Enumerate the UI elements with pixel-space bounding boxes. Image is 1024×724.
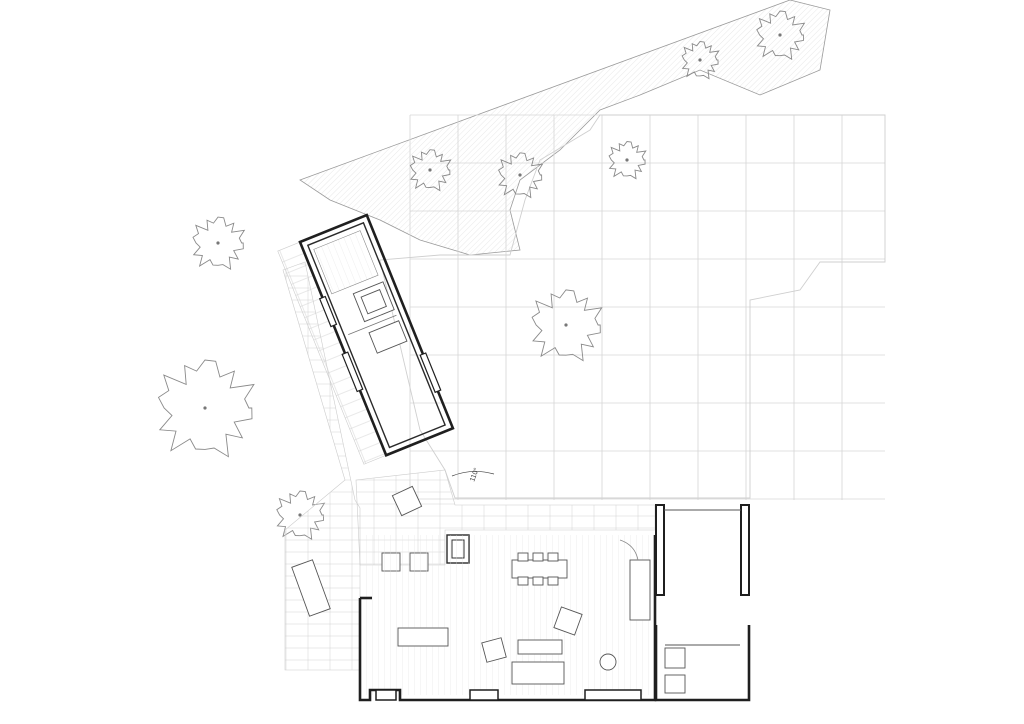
woodland-hatch [299,0,831,256]
tree-trunk [518,173,522,177]
tree-canopy [756,10,806,61]
tree-canopy [681,41,720,80]
angle-label: 110° [468,467,480,483]
lawn-grid [409,114,885,500]
tree-trunk [216,241,220,245]
tree-trunk [778,33,782,37]
tree-trunk [298,513,302,517]
tree-canopy [409,149,452,192]
tree-trunk [428,168,432,172]
tree-canopy [192,216,246,271]
tree-trunk [698,58,702,62]
tree-trunk [203,406,207,410]
tree-canopies [157,10,806,541]
tree-canopy [531,289,603,362]
tree-trunk [625,158,629,162]
tree-canopy [498,152,544,199]
tree-canopy [608,141,647,180]
tree-canopy [157,359,255,458]
main-house [358,504,751,702]
tree-trunk [564,323,568,327]
